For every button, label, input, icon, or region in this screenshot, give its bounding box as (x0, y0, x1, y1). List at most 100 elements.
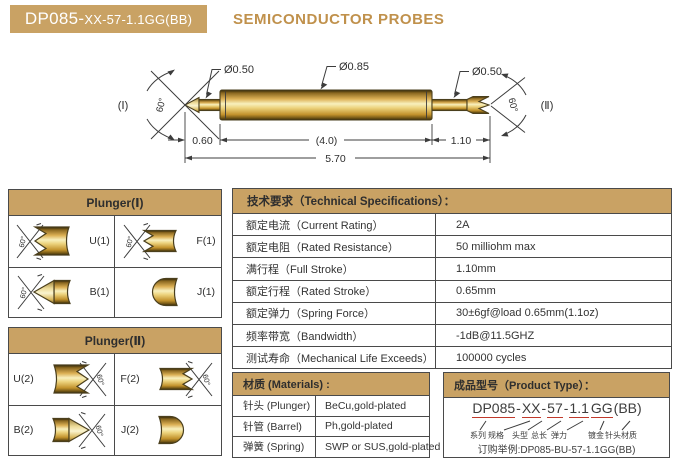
probe-tip-right-crown (466, 95, 491, 115)
plunger-type-label: F(2) (120, 373, 140, 386)
spec-value: 2A (435, 214, 671, 236)
dim-total-label: 5.70 (325, 153, 346, 165)
code-label: 弹力 (551, 431, 567, 440)
svg-text:60°: 60° (200, 374, 211, 387)
plunger1-cell-j: J(1) (115, 266, 221, 318)
spec-value: 0.65mm (435, 280, 671, 302)
spec-label: 额定弹力（Spring Force） (246, 308, 375, 321)
plunger-type-label: B(2) (13, 424, 34, 437)
plunger-type-label: F(1) (196, 235, 216, 248)
spec-label: 额定电流（Current Rating） (246, 219, 384, 232)
diameter-callouts: Ø0.50 Ø0.85 Ø0.50 (205, 61, 502, 99)
cone-tip-left-icon: 60° (17, 274, 71, 312)
plunger-type-label: U(2) (13, 373, 34, 386)
plunger1-table: Plunger(Ⅰ) 60° U(1) 60° F(1) 60° (8, 189, 222, 318)
material-value: Ph,gold-plated (315, 416, 429, 437)
code-label: 规格 (488, 431, 504, 440)
plunger2-cell-j: J(2) (115, 404, 221, 456)
code-leader-lines (479, 420, 631, 431)
code-segment: (BB) (613, 400, 642, 416)
dimension-lines: 0.60 (4.0) 1.10 5.70 (168, 112, 491, 165)
code-segment: 57 (547, 400, 563, 419)
material-label: 弹簧 (Spring) (243, 441, 305, 454)
dia-mid-label: Ø0.85 (339, 61, 369, 73)
spec-label: 额定电阻（Rated Resistance） (246, 241, 399, 254)
code-segment: 1.1 (569, 400, 589, 419)
dim-barrel-label: (4.0) (316, 135, 338, 147)
table-row: 额定电阻（Rated Resistance） 50 milliohm max (233, 236, 671, 259)
material-value: BeCu,gold-plated (315, 396, 429, 416)
material-label: 针头 (Plunger) (243, 400, 311, 413)
spec-label: 满行程（Full Stroke） (246, 263, 354, 276)
dia-right-label: Ø0.50 (472, 66, 502, 78)
angle-mark-right: 60° (Ⅱ) (490, 73, 553, 137)
spec-table: 技术要求（Technical Specifications）： 额定电流（Cur… (232, 188, 672, 370)
serrated-tip-left-icon: 60° (123, 223, 177, 261)
dim-tail-label: 1.10 (451, 135, 472, 147)
barrel-ridges (225, 91, 427, 119)
material-value: SWP or SUS,gold-plated (315, 437, 440, 457)
svg-text:60°: 60° (94, 374, 105, 387)
probe-barrel (219, 89, 433, 121)
spec-label: 额定行程（Rated Stroke） (246, 286, 377, 299)
code-segment: DP085 (472, 400, 516, 419)
angle-mark-left: 60° (Ⅰ) (118, 69, 220, 141)
table-row: 满行程（Full Stroke） 1.10mm (233, 258, 671, 281)
spec-value: 50 milliohm max (435, 236, 671, 258)
plunger2-cell-f: F(2) 60° (115, 354, 221, 405)
cone-tip-right-icon: 60° (52, 412, 106, 450)
plunger2-cell-b: B(2) 60° (9, 404, 115, 455)
code-label: 镀金 (588, 431, 604, 440)
part-number-prefix: DP085- (24, 9, 85, 28)
code-separator: - (541, 400, 547, 416)
svg-text:60°: 60° (94, 425, 105, 438)
round-tip-left-icon (151, 278, 178, 307)
round-tip-right-icon (158, 416, 185, 445)
plunger1-title: Plunger(Ⅰ) (9, 190, 221, 216)
probe-tip-left-cone (183, 96, 200, 114)
page-title: SEMICONDUCTOR PROBES (233, 11, 445, 28)
plunger-type-label: J(1) (196, 286, 216, 299)
table-row: 测试寿命（Mechanical Life Exceeds） 100000 cyc… (233, 347, 671, 369)
code-separator: - (516, 400, 521, 416)
plunger2-table: Plunger(Ⅱ) U(2) 60° F(2) 60° B(2) (8, 327, 222, 456)
plunger1-cell-f: 60° F(1) (115, 216, 221, 267)
spec-label: 频率带宽（Bandwidth） (246, 330, 364, 343)
probe-body (183, 89, 491, 121)
plunger1-cell-u: 60° U(1) (9, 216, 115, 267)
crown-tip-right-icon: 60° (53, 361, 107, 399)
probe-shaft-left (198, 98, 221, 112)
crown-tip-left-icon: 60° (16, 223, 70, 261)
table-row: 弹簧 (Spring) SWP or SUS,gold-plated (233, 437, 440, 457)
plunger-type-label: J(2) (120, 424, 140, 437)
spec-value: 100000 cycles (435, 347, 671, 369)
table-row: 额定弹力（Spring Force） 30±6gf@load 0.65mm(1.… (233, 302, 671, 325)
serrated-tip-right-icon: 60° (159, 361, 213, 399)
plunger2-cell-u: U(2) 60° (9, 354, 115, 405)
table-row: 频率带宽（Bandwidth） -1dB@11.5GHZ (233, 324, 671, 348)
part-number-badge: DP085-XX-57-1.1GG(BB) (10, 5, 207, 33)
plunger-type-label: U(1) (89, 235, 110, 248)
code-separator: - (563, 400, 569, 416)
end-left-label: (Ⅰ) (118, 100, 129, 112)
dim-tip-label: 0.60 (192, 135, 213, 147)
spec-table-title: 技术要求（Technical Specifications）： (233, 189, 671, 214)
dia-left-label: Ø0.50 (224, 64, 254, 76)
probe-shaft-right (431, 98, 468, 112)
table-row: 额定电流（Current Rating） 2A (233, 214, 671, 237)
table-row: 针管 (Barrel) Ph,gold-plated (233, 416, 429, 438)
code-label: 系列 (470, 431, 486, 440)
plunger2-title: Plunger(Ⅱ) (9, 328, 221, 354)
order-example: 订购举例:DP085-BU-57-1.1GG(BB) (477, 445, 636, 456)
svg-text:60°: 60° (17, 236, 28, 249)
material-label: 针管 (Barrel) (243, 420, 302, 433)
materials-title: 材质 (Materials) : (233, 373, 429, 396)
code-label: 针头材质 (605, 431, 637, 440)
spec-value: 1.10mm (435, 258, 671, 280)
svg-text:60°: 60° (17, 287, 28, 300)
angle-right-label: 60° (505, 97, 519, 114)
